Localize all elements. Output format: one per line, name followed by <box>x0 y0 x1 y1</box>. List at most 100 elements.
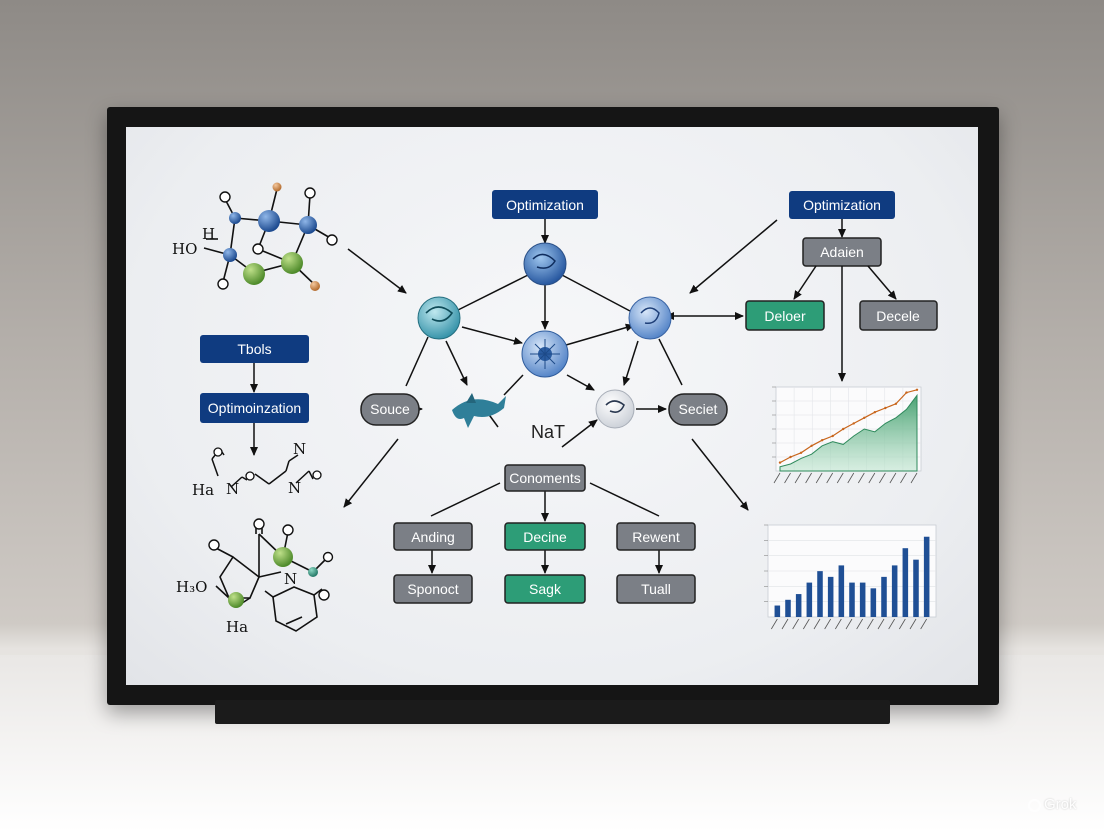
x-tick-label <box>898 618 906 630</box>
bar <box>806 582 813 617</box>
line-point <box>852 422 855 425</box>
line-series <box>779 389 918 464</box>
grok-logo-icon <box>1028 799 1041 812</box>
fish-icon <box>452 393 506 428</box>
x-tick-label <box>877 618 885 630</box>
line-point <box>820 439 824 442</box>
x-tick-label <box>815 472 823 484</box>
line-point <box>799 451 803 454</box>
box-optimization-right-label: Optimization <box>803 197 881 213</box>
sphere-center-icon <box>521 330 569 378</box>
network-arrows <box>343 219 778 574</box>
chem-label-ho: HO <box>172 240 197 258</box>
sphere-left-icon <box>417 296 461 340</box>
pill-seciet-label: Seciet <box>679 401 718 417</box>
x-tick-label <box>879 472 886 484</box>
chem-label-n3: N <box>288 479 301 497</box>
x-tick-label <box>900 472 907 484</box>
chem-label-n2: N <box>293 440 306 458</box>
box-sponoct: Sponoct <box>393 574 473 604</box>
x-tick-label <box>889 472 897 484</box>
box-rewent: Rewent <box>616 522 696 551</box>
box-tuall: Tuall <box>616 574 696 604</box>
bar <box>913 559 919 617</box>
bar <box>849 582 855 617</box>
line-point <box>915 388 919 391</box>
watermark: Grok <box>1028 796 1077 813</box>
box-tuall-label: Tuall <box>641 581 671 597</box>
box-deloer-label: Deloer <box>764 308 806 324</box>
line-point <box>789 455 792 459</box>
chem-atom-o <box>312 470 322 480</box>
sphere-top-icon <box>523 242 567 286</box>
box-optimization-center-label: Optimization <box>506 197 584 213</box>
x-tick-label <box>826 472 834 484</box>
box-anding-label: Anding <box>411 529 455 545</box>
bar-chart <box>764 524 937 630</box>
box-decine-label: Decine <box>523 529 567 545</box>
area-chart <box>772 386 922 484</box>
bar <box>859 582 866 617</box>
x-tick-label <box>920 618 928 630</box>
x-tick-label <box>845 618 853 630</box>
box-optimoinzation-label: Optimoinzation <box>208 400 301 416</box>
line-point <box>778 461 782 464</box>
bar <box>817 571 823 617</box>
box-rewent-label: Rewent <box>632 529 680 545</box>
diagram-canvas: HO H Ha N N N <box>172 182 938 636</box>
chem-label-n-bottom: N <box>284 570 297 588</box>
molecule-top-left-atoms <box>217 182 338 291</box>
x-tick-label <box>866 618 874 630</box>
bar <box>774 605 781 617</box>
chem-label-ha-bottom: Ha <box>226 618 248 636</box>
box-tbols-label: Tbols <box>237 341 271 357</box>
chem-label-h: H <box>202 225 215 243</box>
chem-label-ha: Ha <box>192 481 214 499</box>
bar <box>827 576 834 617</box>
box-conoments-label: Conoments <box>509 470 581 486</box>
x-tick-label <box>802 618 810 630</box>
x-tick-label <box>813 618 821 630</box>
line-point <box>831 434 834 438</box>
box-optimoinzation: Optimoinzation <box>200 393 309 423</box>
box-optimization-center: Optimization <box>492 190 598 219</box>
box-sponoct-label: Sponoct <box>407 581 458 597</box>
chem-label-h3o: H₃O <box>176 578 207 596</box>
box-optimization-right: Optimization <box>789 191 895 219</box>
x-tick-label <box>792 618 800 630</box>
x-tick-label <box>836 472 844 484</box>
box-deloer: Deloer <box>745 300 825 331</box>
box-anding: Anding <box>393 522 473 551</box>
box-decele-label: Decele <box>876 308 920 324</box>
bar <box>923 536 930 617</box>
molecule-top-left <box>203 188 333 286</box>
x-tick-label <box>857 472 865 484</box>
watermark-text: Grok <box>1044 796 1077 813</box>
x-tick-label <box>794 472 802 484</box>
line-point <box>884 406 887 410</box>
chem-atom-o <box>245 471 255 481</box>
pill-seciet: Seciet <box>668 393 728 426</box>
bar <box>838 565 845 617</box>
bar <box>891 565 898 617</box>
box-sagk: Sagk <box>504 574 586 604</box>
right-arrows <box>793 265 897 382</box>
x-tick-label <box>781 618 789 630</box>
x-tick-label <box>909 618 917 630</box>
x-tick-label <box>824 618 832 630</box>
bar <box>902 548 909 617</box>
molecule-bottom-left-atoms <box>208 518 334 608</box>
chem-label-n: N <box>226 480 239 498</box>
sphere-right-icon <box>628 296 672 340</box>
area-series <box>779 393 918 472</box>
x-tick-label <box>770 618 778 630</box>
box-sagk-label: Sagk <box>529 581 562 597</box>
line-point <box>905 391 908 394</box>
line-point <box>842 427 845 431</box>
monitor-stand <box>215 700 890 724</box>
box-adaien-label: Adaien <box>820 244 864 260</box>
pill-souce-label: Souce <box>370 401 410 417</box>
center-label: NaT <box>531 422 565 442</box>
x-tick-label <box>805 472 812 484</box>
box-adaien: Adaien <box>802 237 882 267</box>
